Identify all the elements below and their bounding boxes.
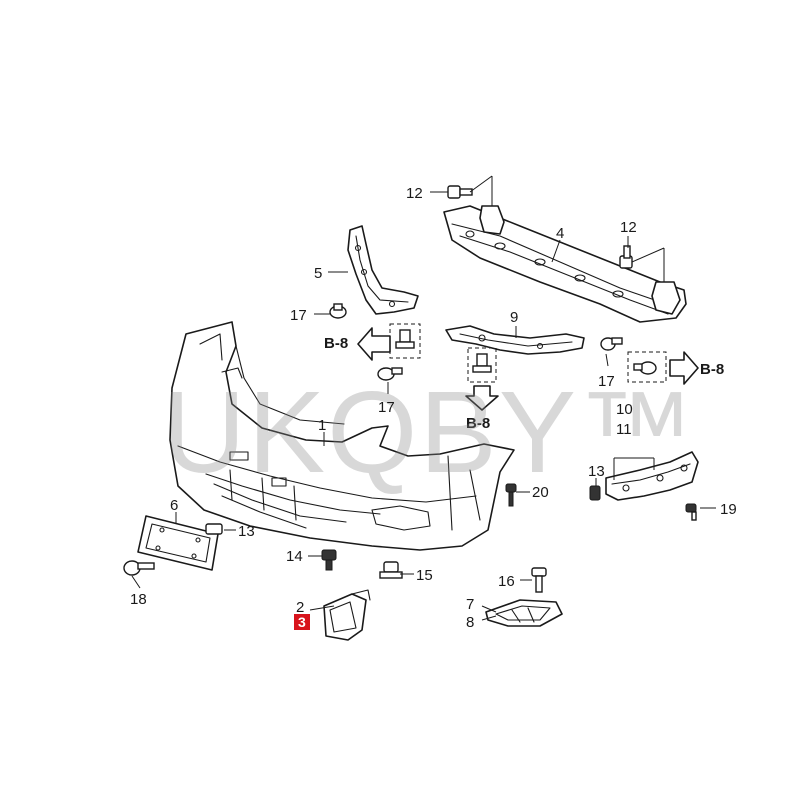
center-bumper-bracket[interactable]	[445, 325, 585, 355]
left-bumper-bracket[interactable]	[347, 225, 419, 315]
license-plate-bracket[interactable]	[137, 515, 219, 571]
callout-19: 19	[720, 501, 737, 518]
callout-8: 8	[466, 614, 474, 631]
callout-9: 9	[510, 309, 518, 326]
callout-10: 10	[616, 401, 633, 418]
callout-14: 14	[286, 548, 303, 565]
clip-13-left[interactable]	[205, 523, 223, 535]
section-ref-center[interactable]: B-8	[465, 385, 499, 432]
bumper-beam[interactable]	[443, 205, 687, 323]
callout-4: 4	[556, 225, 564, 242]
section-ref-left[interactable]: B-8	[324, 327, 391, 361]
callout-labels: 1 2 4 5 6 7 8 9 10 11 12 12 13 13 14 15 …	[130, 185, 737, 631]
callout-17-right: 17	[598, 373, 615, 390]
callout-5: 5	[314, 265, 322, 282]
svg-text:B-8: B-8	[466, 415, 490, 432]
svg-text:3: 3	[298, 614, 306, 630]
splash-shield[interactable]	[485, 599, 563, 627]
callout-17-upper: 17	[290, 307, 307, 324]
clip-right-box[interactable]	[627, 351, 667, 383]
clip-13-right[interactable]	[589, 485, 601, 501]
callout-12-top: 12	[406, 185, 423, 202]
svg-text:B-8: B-8	[324, 335, 348, 352]
callout-17-lower: 17	[378, 399, 395, 416]
callout-2: 2	[296, 599, 304, 616]
watermark: UKQBY™	[162, 367, 696, 497]
bolt-17-lower-left[interactable]	[377, 367, 403, 381]
leader-lines	[131, 175, 716, 621]
highlighted-part-3[interactable]: 3	[294, 614, 310, 630]
screw-19[interactable]	[685, 503, 697, 521]
svg-text:B-8: B-8	[700, 361, 724, 378]
callout-6: 6	[170, 497, 178, 514]
bolt-18[interactable]	[123, 560, 155, 576]
bolt-12-right[interactable]	[619, 245, 633, 269]
section-ref-right[interactable]: B-8	[669, 351, 724, 385]
bolt-12-top[interactable]	[447, 185, 473, 199]
fog-light-bracket[interactable]	[323, 589, 371, 641]
front-bumper-cover[interactable]	[169, 321, 515, 551]
callout-13-left: 13	[238, 523, 255, 540]
callout-13-right: 13	[588, 463, 605, 480]
clip-left-box[interactable]	[389, 323, 421, 359]
callout-18: 18	[130, 591, 147, 608]
bolt-16[interactable]	[531, 567, 547, 593]
bolt-17-right[interactable]	[600, 337, 623, 351]
callout-16: 16	[498, 573, 515, 590]
callout-20: 20	[532, 484, 549, 501]
callout-7: 7	[466, 596, 474, 613]
callout-12-right: 12	[620, 219, 637, 236]
bolt-20[interactable]	[505, 483, 517, 507]
clip-center-box[interactable]	[467, 347, 497, 383]
right-bumper-bracket[interactable]	[605, 451, 699, 501]
callout-15: 15	[416, 567, 433, 584]
clip-14[interactable]	[321, 549, 337, 571]
callout-11: 11	[616, 421, 632, 438]
clip-15[interactable]	[379, 561, 403, 579]
callout-1: 1	[318, 417, 326, 434]
bolt-17-upper-left[interactable]	[329, 303, 347, 319]
